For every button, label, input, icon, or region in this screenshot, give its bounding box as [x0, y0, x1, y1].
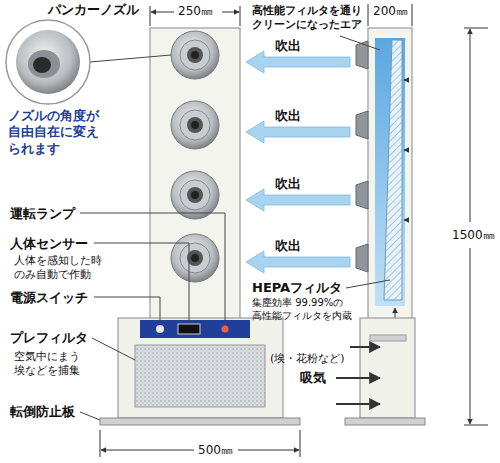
lamp — [222, 326, 229, 333]
part-label: HEPAフィルタ — [252, 280, 342, 296]
inset-circle — [6, 20, 90, 104]
flow-label: 吹出 — [275, 38, 301, 54]
side-column — [368, 28, 412, 320]
inset-nozzle — [16, 30, 80, 94]
hepa-filter — [384, 40, 402, 300]
control-panel — [140, 320, 250, 338]
note-text: (埃・花粉など) — [270, 352, 345, 366]
part-label: 人体センサー — [10, 236, 88, 252]
note-text: 人体を感知した時 のみ自動で作動 — [14, 254, 102, 282]
sensor — [178, 324, 200, 334]
nozzles — [171, 31, 219, 282]
blow-arrows — [246, 51, 350, 273]
part-label: プレフィルタ — [10, 330, 88, 346]
note-text: ノズルの角度が 自由自在に変え られます — [8, 108, 99, 157]
flow-label: 吹出 — [275, 238, 301, 254]
note-text: 集塵効率 99.99%の 高性能フィルタを内蔵 — [252, 297, 362, 322]
pre-filter — [135, 345, 265, 407]
note-text: 空気中にまう 埃などを捕集 — [14, 350, 80, 378]
flow-label: 吸気 — [300, 370, 326, 386]
dimension-label: 200㎜ — [373, 4, 408, 19]
dimension-label: 1500㎜ — [452, 228, 495, 243]
part-label: パンカーノズル — [48, 2, 139, 18]
side-nozzles — [356, 41, 368, 272]
leader-lines — [80, 55, 225, 420]
flow-label: 吹出 — [275, 176, 301, 192]
power-switch — [156, 325, 164, 333]
clean-air-duct — [375, 38, 405, 306]
part-label: 運転ランプ — [10, 206, 75, 222]
unit-column — [150, 28, 240, 320]
side-plate — [345, 418, 425, 425]
dimension-label: 250㎜ — [178, 4, 213, 19]
note-text: 高性能フィルタを通り クリーンになったエア — [252, 4, 362, 32]
dimension-label: 500㎜ — [198, 443, 233, 458]
side-prefilter — [370, 335, 406, 341]
anti-tip-plate — [100, 418, 300, 425]
unit-base — [118, 318, 283, 418]
dimension-lines — [100, 4, 488, 457]
part-label: 電源スイッチ — [10, 290, 88, 306]
part-label: 転倒防止板 — [10, 404, 75, 420]
flow-label: 吹出 — [275, 108, 301, 124]
side-leaders — [340, 36, 390, 288]
inner-arrows — [395, 80, 409, 330]
